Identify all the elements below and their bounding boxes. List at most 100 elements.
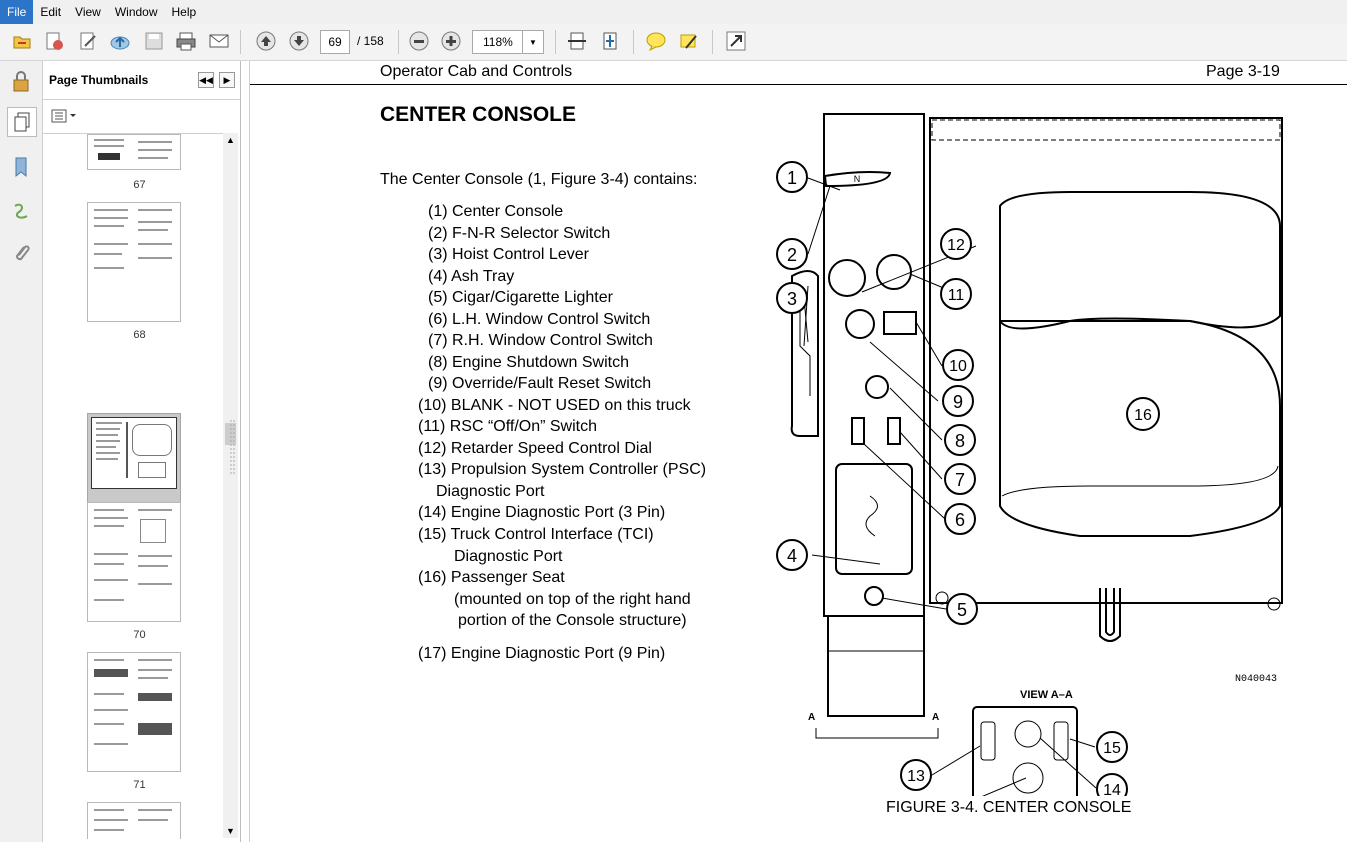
menu-view[interactable]: View	[75, 5, 101, 19]
page-thumbnails-icon[interactable]	[7, 107, 37, 137]
zoom-out-icon[interactable]	[407, 29, 431, 53]
print-icon[interactable]	[174, 29, 198, 53]
list-item: (15) Truck Control Interface (TCI)	[418, 526, 654, 543]
comment-icon[interactable]	[644, 29, 668, 53]
panel-header: Page Thumbnails ◀◀ ▶	[43, 61, 240, 100]
save-icon[interactable]	[142, 29, 166, 53]
callout-label: 15	[1103, 740, 1121, 757]
callout-10: 10	[942, 349, 974, 381]
lock-icon[interactable]	[7, 67, 35, 95]
highlight-icon-glyph	[680, 34, 697, 49]
zoom-in-icon[interactable]	[439, 29, 463, 53]
section-marker-right: A	[932, 712, 939, 723]
engine-9pin-port	[1012, 762, 1044, 794]
menu-help[interactable]: Help	[171, 5, 197, 19]
thumbnail-page-68[interactable]	[87, 202, 181, 322]
callout-11: 11	[940, 278, 972, 310]
signatures-icon[interactable]	[7, 197, 35, 225]
retarder-dial	[828, 259, 866, 297]
save-icon-glyph	[145, 32, 163, 50]
callout-6: 6	[944, 503, 976, 535]
callout-4: 4	[776, 539, 808, 571]
callout-leaders	[803, 177, 1097, 796]
previous-page-icon-glyph	[256, 31, 276, 51]
chevron-down-icon[interactable]: ▼	[226, 826, 235, 836]
fullscreen-icon-glyph	[726, 31, 746, 51]
page-number-input[interactable]: 69	[320, 30, 350, 54]
callout-16: 16	[1126, 397, 1160, 431]
callout-9: 9	[942, 385, 974, 417]
thumbnail-page-72[interactable]	[87, 802, 181, 839]
menu-edit[interactable]: Edit	[40, 5, 62, 19]
attachments-icon[interactable]	[7, 239, 35, 267]
menu-window[interactable]: Window	[114, 5, 158, 19]
list-item: (7) R.H. Window Control Switch	[428, 332, 653, 349]
bookmarks-icon[interactable]	[7, 153, 35, 181]
callout-13: 13	[900, 759, 932, 791]
create-pdf-icon[interactable]	[42, 29, 66, 53]
lighter	[864, 586, 884, 606]
collapse-panel-icon[interactable]: ◀◀	[198, 72, 214, 88]
menu-file[interactable]: File	[0, 0, 34, 24]
console-lower-section	[827, 615, 925, 717]
list-item: (17) Engine Diagnostic Port (9 Pin)	[418, 645, 666, 662]
next-page-icon[interactable]	[287, 29, 311, 53]
signatures-icon-glyph	[14, 203, 28, 219]
previous-page-icon[interactable]	[254, 29, 278, 53]
zoom-select[interactable]: 118% ▼	[472, 30, 544, 54]
ash-tray-handle	[865, 495, 878, 537]
center-console-figure: N A A VIEW A–A N040043	[776, 113, 1283, 796]
callout-label: 8	[955, 431, 965, 451]
thumbnail-page-67[interactable]	[87, 134, 181, 170]
callout-3: 3	[776, 282, 808, 314]
lock-icon-glyph	[13, 71, 29, 92]
thumbnail-label: 68	[133, 329, 146, 341]
running-head: Operator Cab and Controls	[380, 63, 573, 80]
thumbnail-options-icon[interactable]	[51, 109, 77, 125]
cloud-upload-icon[interactable]	[108, 29, 132, 53]
fnr-selector-slot	[823, 171, 892, 188]
open-icon[interactable]	[10, 29, 34, 53]
console-base	[827, 650, 925, 717]
list-item: (4) Ash Tray	[428, 268, 515, 285]
chevron-up-icon[interactable]: ▲	[226, 135, 235, 145]
callout-label: 5	[957, 600, 967, 620]
thumbnail-page-71[interactable]	[87, 652, 181, 772]
toolbar-separator	[712, 30, 713, 54]
callout-label: 11	[948, 287, 965, 304]
thumbnail-list: 67 68 69	[43, 133, 236, 839]
create-pdf-icon-glyph	[46, 32, 63, 50]
seat-cushion-crease	[1001, 465, 1279, 497]
list-item-continuation: Diagnostic Port	[454, 548, 563, 565]
toolbar-separator	[240, 30, 241, 54]
document-view[interactable]: Operator Cab and Controls Page 3-19 CENT…	[249, 61, 1347, 842]
fit-page-icon[interactable]	[598, 29, 622, 53]
thumbnail-page-69[interactable]	[91, 417, 177, 489]
thumbnail-scrollbar[interactable]: ▲ ▼	[223, 133, 238, 838]
thumbnail-label: 71	[133, 779, 146, 791]
lh-window-switch	[851, 417, 865, 445]
zoom-out-icon-glyph	[409, 31, 429, 51]
blank-switch	[883, 311, 917, 335]
fullscreen-icon[interactable]	[724, 29, 748, 53]
fit-width-icon-glyph	[568, 32, 586, 50]
view-label: VIEW A–A	[1020, 689, 1073, 701]
callout-label: 12	[947, 237, 965, 254]
list-item: (2) F-N-R Selector Switch	[428, 225, 611, 242]
highlight-icon[interactable]	[677, 29, 701, 53]
email-icon[interactable]	[207, 29, 231, 53]
list-item: (9) Override/Fault Reset Switch	[428, 375, 652, 392]
thumbnail-page-70[interactable]	[87, 502, 181, 622]
list-item: (5) Cigar/Cigarette Lighter	[428, 289, 613, 306]
list-item: (12) Retarder Speed Control Dial	[418, 440, 652, 457]
chevron-right-icon[interactable]: ▶	[219, 72, 235, 88]
panel-resize-handle[interactable]	[229, 420, 237, 476]
next-page-icon-glyph	[289, 31, 309, 51]
edit-icon[interactable]	[76, 29, 100, 53]
tci-port	[1053, 721, 1069, 761]
header-rule	[250, 84, 1347, 85]
list-item: (14) Engine Diagnostic Port (3 Pin)	[418, 504, 666, 521]
list-item: (3) Hoist Control Lever	[428, 246, 589, 263]
chevron-down-icon[interactable]: ▼	[522, 31, 543, 53]
fit-width-icon[interactable]	[565, 29, 589, 53]
